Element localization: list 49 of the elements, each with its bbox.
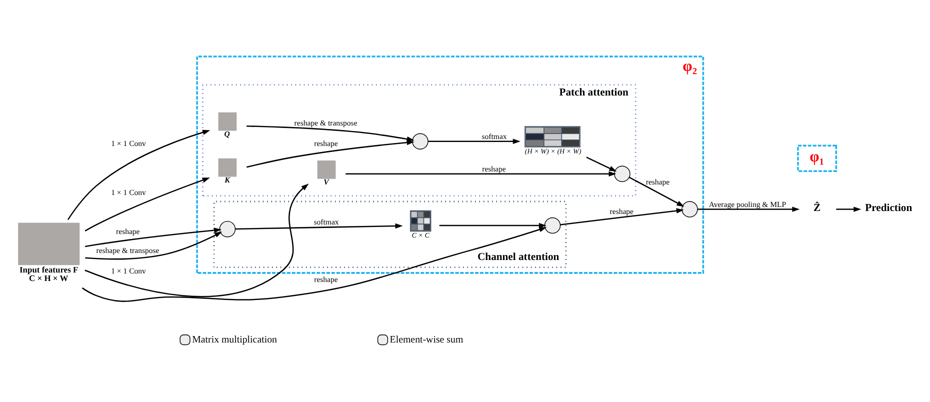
node-circle	[218, 220, 236, 237]
edge-label: reshape	[645, 176, 670, 186]
node-text: Ẑ	[813, 202, 820, 214]
edge-label: reshape & transpose	[294, 118, 357, 128]
edge-label: 1 × 1 Conv	[110, 266, 146, 276]
edge-label: softmax	[481, 132, 506, 141]
arrow	[66, 129, 210, 220]
arrow	[246, 124, 414, 142]
legend-label: Matrix multiplication	[192, 334, 276, 345]
arrow	[836, 206, 861, 212]
edge-label: 1 × 1 Conv	[110, 187, 146, 196]
edge-label: reshape	[482, 164, 506, 174]
arrow	[345, 170, 616, 176]
legend-label: Element-wise sum	[389, 334, 463, 345]
arrow	[84, 227, 222, 247]
edge-label: reshape	[314, 274, 338, 284]
arrow	[428, 138, 520, 144]
arrow	[628, 176, 684, 206]
arrow	[560, 208, 684, 225]
edge-label: reshape	[609, 206, 634, 216]
arrow	[84, 231, 222, 260]
node-label: Q	[224, 128, 230, 138]
arrow	[84, 177, 210, 231]
arrow	[81, 226, 546, 302]
node-text: Prediction	[864, 202, 912, 214]
node-box: φ₁	[796, 144, 837, 172]
node-circle	[412, 132, 428, 149]
edge-label: reshape	[314, 138, 338, 148]
arrow	[246, 139, 414, 168]
node-box	[218, 158, 236, 176]
node-label: K	[224, 174, 230, 184]
arrow	[438, 222, 546, 228]
arrow	[586, 156, 616, 172]
node-box	[218, 112, 236, 130]
edge-label: 1 × 1 Conv	[110, 138, 146, 148]
node-box	[316, 160, 336, 178]
arrow	[697, 206, 800, 212]
arrow	[84, 183, 308, 297]
node-circle	[544, 216, 560, 234]
arrow	[234, 222, 402, 230]
edge-label: softmax	[313, 217, 338, 226]
node-label: V	[323, 176, 328, 186]
node-label: Input features F	[19, 264, 78, 274]
node-box	[18, 222, 80, 265]
node-circle	[614, 165, 630, 182]
edge-label: Average pooling & MLP	[708, 200, 786, 209]
edge-label: reshape	[116, 226, 140, 236]
edge-label: reshape & transpose	[96, 245, 159, 254]
node-circle	[681, 200, 698, 217]
